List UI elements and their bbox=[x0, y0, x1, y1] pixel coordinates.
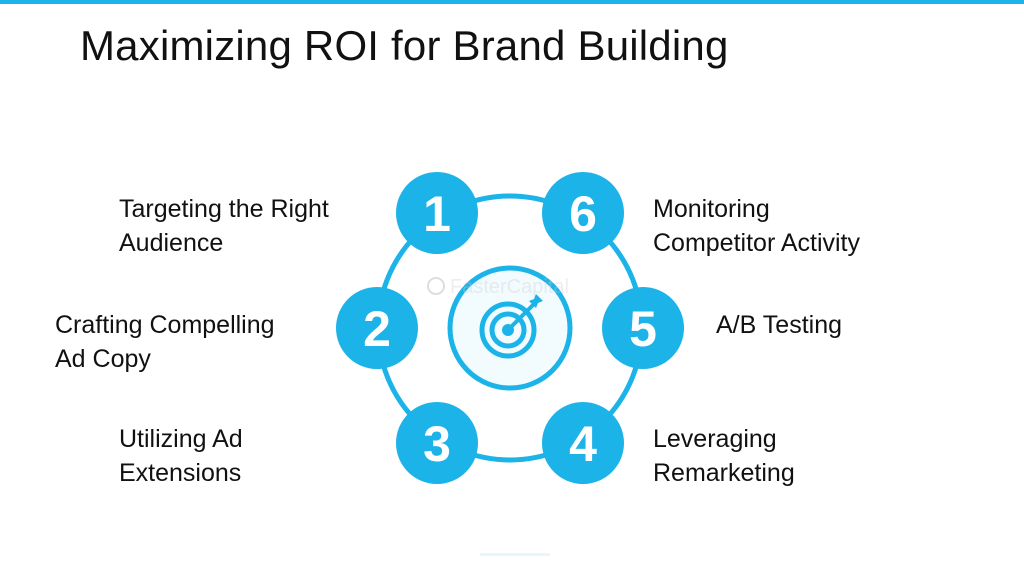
watermark-logo: FasterCapital bbox=[427, 276, 569, 298]
step-label-5: A/B Testing bbox=[716, 308, 842, 342]
watermark-text: FasterCapital bbox=[450, 276, 569, 298]
step-badge-6: 6 bbox=[542, 172, 624, 254]
step-label-2: Crafting Compelling Ad Copy bbox=[55, 308, 275, 376]
step-badge-2: 2 bbox=[336, 287, 418, 369]
step-label-6-line-1: Monitoring bbox=[653, 195, 770, 223]
step-label-4: Leveraging Remarketing bbox=[653, 422, 795, 490]
step-badge-1: 1 bbox=[396, 172, 478, 254]
step-label-1-line-2: Audience bbox=[119, 229, 224, 257]
step-label-4-line-1: Leveraging bbox=[653, 425, 777, 453]
step-label-2-line-1: Crafting Compelling bbox=[55, 311, 275, 339]
step-label-1-line-1: Targeting the Right bbox=[119, 195, 329, 223]
svg-text:4: 4 bbox=[569, 416, 597, 472]
step-label-6-line-2: Competitor Activity bbox=[653, 229, 861, 257]
step-label-6: Monitoring Competitor Activity bbox=[653, 192, 860, 260]
svg-text:6: 6 bbox=[569, 186, 597, 242]
step-badge-4: 4 bbox=[542, 402, 624, 484]
svg-text:3: 3 bbox=[423, 416, 451, 472]
page-title: Maximizing ROI for Brand Building bbox=[80, 22, 729, 69]
step-badge-5: 5 bbox=[602, 287, 684, 369]
step-label-3-line-1: Utilizing Ad bbox=[119, 425, 243, 453]
step-label-3: Utilizing Ad Extensions bbox=[119, 422, 243, 490]
svg-text:2: 2 bbox=[363, 301, 391, 357]
step-badge-3: 3 bbox=[396, 402, 478, 484]
step-label-4-line-2: Remarketing bbox=[653, 459, 795, 487]
top-accent-bar bbox=[0, 0, 1024, 4]
bottom-divider bbox=[480, 553, 550, 556]
svg-text:5: 5 bbox=[629, 301, 657, 357]
step-label-1: Targeting the Right Audience bbox=[119, 192, 329, 260]
step-label-3-line-2: Extensions bbox=[119, 459, 242, 487]
svg-text:1: 1 bbox=[423, 186, 451, 242]
step-label-2-line-2: Ad Copy bbox=[55, 345, 151, 373]
step-label-5-line-1: A/B Testing bbox=[716, 311, 843, 339]
target-arrow-icon bbox=[479, 294, 543, 359]
